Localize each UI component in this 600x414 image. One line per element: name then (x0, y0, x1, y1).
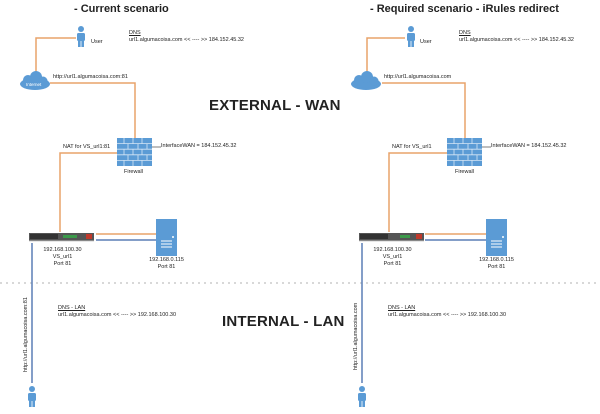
lb-port: Port 81 (383, 261, 402, 267)
scenario-title: - Required scenario - iRules redirect (370, 3, 559, 15)
firewall-interface-label: InterfaceWAN = 184.152.45.32 (161, 143, 237, 149)
firewall-interface-label: InterfaceWAN = 184.152.45.32 (491, 143, 567, 149)
server-port: Port 81 (487, 264, 506, 270)
firewall-icon (117, 138, 152, 166)
internet-link-label: http://url1.algumacoisa.com:81 (53, 74, 128, 80)
internet-label: Internet (26, 82, 42, 87)
load-balancer-icon (29, 233, 94, 242)
left-wires (31, 37, 161, 383)
dns-block: DNS url1.algumacoisa.com << ---- >> 184.… (129, 30, 244, 44)
server-port: Port 81 (157, 264, 176, 270)
server-ip: 192.168.0.115 (149, 257, 184, 263)
nat-label: NAT for VS_url1 (392, 144, 432, 150)
user-icon (407, 26, 415, 47)
zone-internal-lan: INTERNAL - LAN (222, 313, 345, 330)
dns-record: url1.algumacoisa.com << ---- >> 184.152.… (129, 37, 244, 43)
dns-record: url1.algumacoisa.com << ---- >> 184.152.… (459, 37, 574, 43)
internet-link-label: http://url1.algumacoisa.com (384, 74, 452, 80)
server-icon (486, 219, 507, 256)
user-internet-link (35, 37, 76, 78)
dns-heading: DNS (129, 30, 141, 36)
server-info: 192.168.0.115 Port 81 (473, 257, 520, 271)
lan-dns-record: url1.algumacoisa.com << ---- >> 192.168.… (58, 312, 177, 318)
internet-cloud-icon (20, 71, 50, 90)
lan-user-link-label: http://url1.algumacoisa.com (353, 302, 359, 370)
firewall-label: Firewall (124, 169, 143, 175)
user-icon (77, 26, 85, 47)
internet-firewall-link (50, 82, 136, 138)
lb-info: 192.168.100.30 VS_url1 Port 81 (40, 247, 85, 268)
server-ip: 192.168.0.115 (479, 257, 514, 263)
lb-ip: 192.168.100.30 (43, 247, 82, 253)
user-label: User (420, 39, 432, 45)
lan-user-link-label: http://url1.algumacoisa.com:81 (23, 297, 29, 372)
internet-cloud-icon (351, 71, 381, 90)
lan-dns-record: url1.algumacoisa.com << ---- >> 192.168.… (388, 312, 507, 318)
scenario-title: - Current scenario (74, 3, 169, 15)
dns-block: DNS url1.algumacoisa.com << ---- >> 184.… (459, 30, 574, 44)
server-info: 192.168.0.115 Port 81 (143, 257, 190, 271)
lb-info: 192.168.100.30 VS_url1 Port 81 (370, 247, 415, 268)
right-wires (361, 37, 491, 383)
lan-dns-block: DNS - LAN url1.algumacoisa.com << ---- >… (388, 305, 506, 319)
firewall-label: Firewall (455, 169, 474, 175)
zone-external-wan: EXTERNAL - WAN (209, 97, 341, 114)
lan-dns-heading: DNS - LAN (58, 305, 86, 311)
lb-vs: VS_url1 (382, 254, 403, 260)
load-balancer-icon (359, 233, 424, 242)
lan-user-icon (358, 386, 366, 407)
firewall-lb-link (388, 152, 447, 232)
user-internet-link (366, 37, 405, 78)
firewall-lb-link (59, 152, 117, 232)
firewall-icon (447, 138, 482, 166)
lan-dns-block: DNS - LAN url1.algumacoisa.com << ---- >… (58, 305, 176, 319)
lb-vs: VS_url1 (52, 254, 73, 260)
lb-port: Port 81 (53, 261, 72, 267)
lan-dns-heading: DNS - LAN (388, 305, 416, 311)
lan-user-icon (28, 386, 36, 407)
server-icon (156, 219, 177, 256)
nat-label: NAT for VS_url1:81 (63, 144, 111, 150)
lb-ip: 192.168.100.30 (373, 247, 412, 253)
internet-firewall-link (382, 82, 466, 138)
user-label: User (91, 39, 103, 45)
dns-heading: DNS (459, 30, 471, 36)
